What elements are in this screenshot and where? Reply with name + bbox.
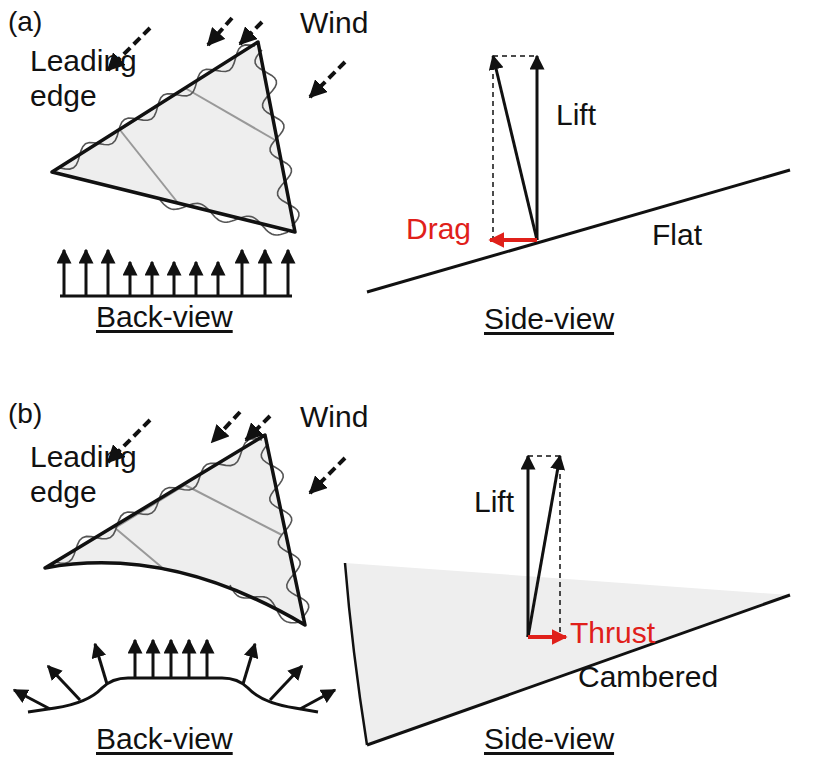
cambered-side-view — [345, 456, 790, 745]
text-label: Leading edge — [30, 440, 158, 509]
text-label: (a) — [8, 6, 42, 38]
text-label: Back-view — [96, 300, 233, 335]
text-label: Lift — [556, 98, 596, 133]
text-label: (b) — [8, 398, 42, 430]
text-label: Cambered — [578, 660, 718, 695]
text-label: Side-view — [484, 722, 614, 757]
text-label: Flat — [652, 218, 702, 253]
text-label: Leading edge — [30, 44, 158, 113]
force-label: Thrust — [570, 616, 655, 651]
flutter-line — [160, 200, 288, 235]
text-label: Lift — [474, 485, 514, 520]
text-label: Back-view — [96, 722, 233, 757]
text-label: Wind — [300, 400, 368, 435]
flat-back-view — [60, 250, 292, 296]
cambered-back-view — [14, 640, 335, 712]
force-label: Drag — [406, 212, 471, 247]
text-label: Wind — [300, 6, 368, 41]
text-label: Side-view — [484, 302, 614, 337]
flat-side-view — [367, 56, 790, 292]
